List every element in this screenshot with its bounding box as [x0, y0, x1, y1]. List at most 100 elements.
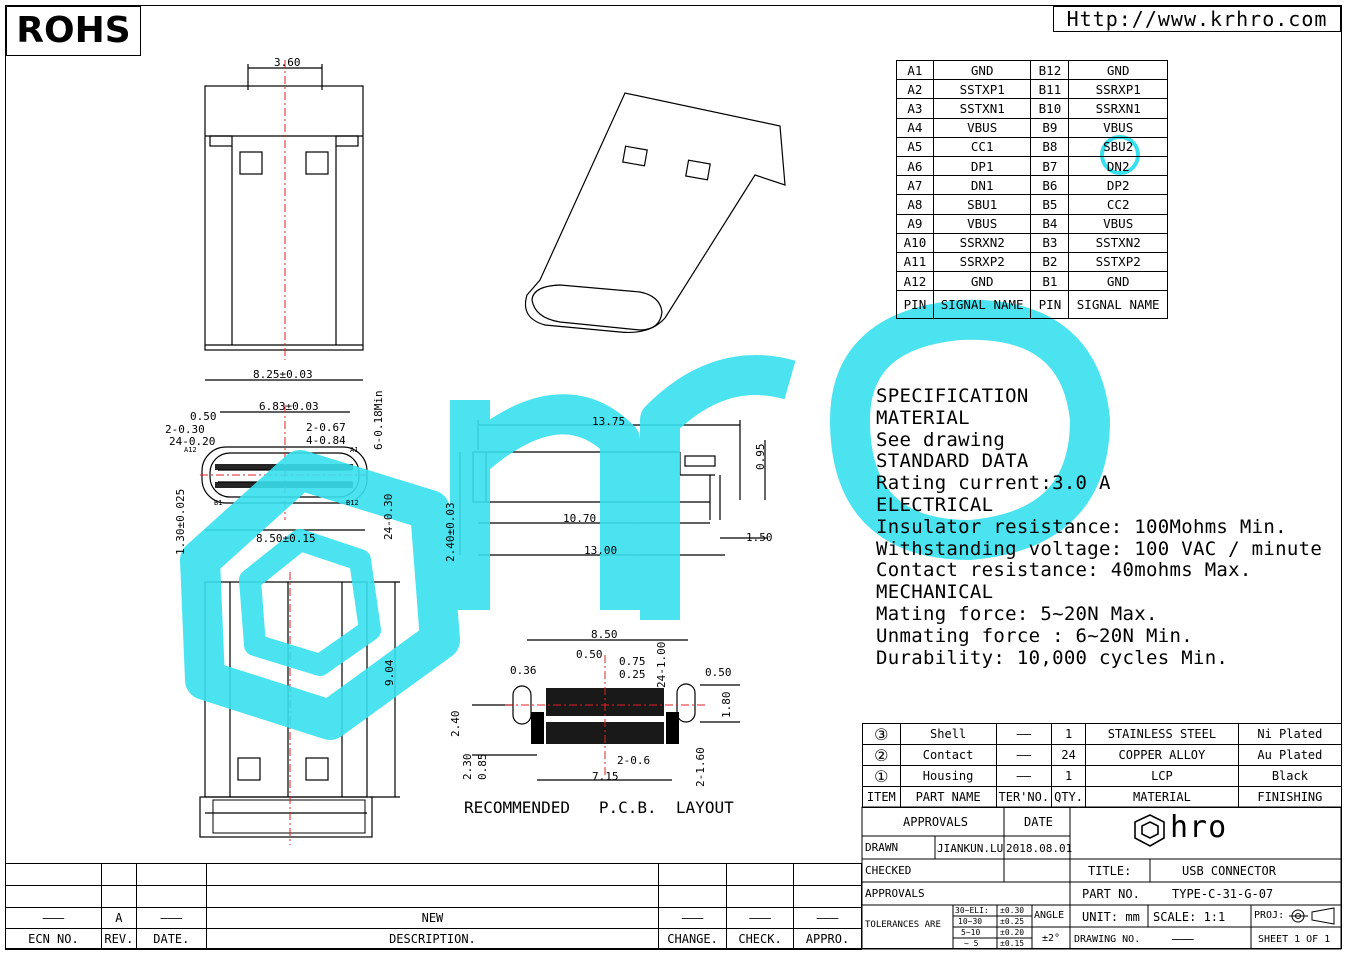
- rev-change-header: CHANGE.: [658, 928, 728, 950]
- dim-10-70: 10.70: [563, 512, 597, 525]
- pin-number: B1: [1030, 271, 1070, 292]
- spec-line: MATERIAL: [876, 406, 970, 429]
- spec-line: Insulator resistance: 100Mohms Min.: [876, 515, 1287, 538]
- bom-qty: 24: [1051, 744, 1087, 766]
- rev-appro-header: APPRO.: [793, 928, 862, 950]
- date-label: DATE: [1024, 815, 1053, 829]
- signal-name: SSTXN2: [1068, 232, 1168, 253]
- tol-range-1: 30~ELI:: [955, 906, 989, 915]
- spec-line: Rating current:3.0 A: [876, 472, 1111, 495]
- dim-pcb-0-75: 0.75: [619, 655, 646, 668]
- rev-date-value: ———: [135, 907, 207, 929]
- pin-number: B3: [1030, 232, 1070, 253]
- pin-number: A6: [896, 155, 934, 177]
- rev-desc-value: NEW: [205, 907, 660, 929]
- drawing-no-label: DRAWING NO.: [1074, 934, 1141, 945]
- spec-line: Unmating force : 6~20N Min.: [876, 624, 1193, 647]
- revision-table: ——— A ——— NEW ——— ——— ——— ECN NO. REV. D…: [5, 863, 862, 950]
- pin-header: PIN: [896, 290, 934, 320]
- bom-part: Contact: [899, 744, 997, 766]
- pin-number: B7: [1030, 155, 1070, 177]
- dim-2-0-67: 2-0.67: [306, 421, 346, 434]
- title-label: TITLE:: [1088, 864, 1132, 878]
- signal-name: SSRXN2: [932, 232, 1032, 253]
- dim-3-60: 3.60: [274, 56, 301, 69]
- signal-name: GND: [1068, 271, 1168, 292]
- rev-rev-value: A: [100, 907, 137, 929]
- signal-name: SSTXP2: [1068, 251, 1168, 273]
- pin-number: B8: [1030, 136, 1070, 157]
- tol-range-3: 5~10: [961, 928, 981, 937]
- pin-b1-label: B1: [214, 499, 223, 507]
- tol-val-2: ±0.25: [1000, 917, 1025, 926]
- dim-13-00: 13.00: [584, 544, 618, 557]
- checked-label: CHECKED: [865, 864, 912, 877]
- rev-rev-header: REV.: [100, 928, 137, 950]
- bom-part: Shell: [899, 723, 997, 745]
- spec-line: STANDARD DATA: [876, 450, 1029, 473]
- dim-pcb-7-15: 7.15: [592, 770, 619, 783]
- signal-name: SSTXP1: [932, 79, 1032, 100]
- dim-24-0-20: 24-0.20: [169, 435, 216, 448]
- pcb-layout-caption: RECOMMENDED P.C.B. LAYOUT: [464, 798, 734, 817]
- sheet-label: SHEET 1 OF 1: [1258, 934, 1331, 945]
- part-no-label: PART NO.: [1082, 887, 1140, 901]
- pin-b12-label: B12: [346, 499, 359, 507]
- dim-13-75: 13.75: [592, 415, 626, 428]
- spec-line: ELECTRICAL: [876, 493, 994, 516]
- bom-finish-header: FINISHING: [1237, 786, 1343, 808]
- pin-a1-label: A1: [350, 446, 359, 454]
- bom-ter-header: TER'NO.: [995, 786, 1053, 808]
- signal-header: SIGNAL NAME: [1068, 290, 1168, 320]
- pin-header: PIN: [1030, 290, 1070, 320]
- bom-qty-header: QTY.: [1051, 786, 1087, 808]
- pin-number: B12: [1030, 59, 1070, 81]
- projection-label: PROJ:: [1254, 910, 1285, 921]
- dim-pcb-0-36: 0.36: [510, 664, 537, 677]
- rev-change-value: ———: [658, 907, 728, 929]
- rev-check-header: CHECK.: [726, 928, 795, 950]
- spec-line: Contact resistance: 40mohms Max.: [876, 559, 1252, 582]
- rev-ecn-value: ———: [5, 907, 102, 929]
- dim-0-50: 0.50: [190, 410, 217, 423]
- spec-line: Mating force: 5~20N Max.: [876, 602, 1158, 625]
- rev-date-header: DATE.: [135, 928, 207, 950]
- signal-name: CC1: [932, 136, 1032, 157]
- bom-ter: ——: [995, 723, 1053, 745]
- dim-pcb-0-25: 0.25: [619, 668, 646, 681]
- tolerances-label: TOLERANCES ARE: [865, 920, 941, 930]
- drawn-name: JIANKUN.LU: [937, 842, 1004, 855]
- rev-appro-value: ———: [793, 907, 862, 929]
- dim-pcb-0-50-right: 0.50: [705, 666, 732, 679]
- dim-pcb-2-0-6: 2-0.6: [617, 754, 651, 767]
- pin-number: A11: [896, 251, 934, 273]
- angle-value: ±2°: [1042, 933, 1061, 944]
- bom-qty: 1: [1051, 723, 1087, 745]
- tol-val-1: ±0.30: [1000, 906, 1025, 915]
- approvals-label: APPROVALS: [903, 815, 969, 829]
- tol-range-4: ~ 5: [964, 939, 979, 948]
- angle-label: ANGLE: [1034, 910, 1065, 921]
- scale-label: SCALE: 1:1: [1153, 910, 1226, 924]
- top-view-body: [204, 85, 364, 351]
- spec-line: Durability: 10,000 cycles Min.: [876, 646, 1229, 669]
- dim-8-25: 8.25±0.03: [253, 368, 313, 381]
- pin-number: A12: [896, 271, 934, 292]
- website-url[interactable]: Http://www.krhro.com: [1053, 6, 1341, 32]
- signal-name: VBUS: [1068, 213, 1168, 234]
- bom-item-number: ③: [862, 723, 901, 745]
- drawn-date: 2018.08.01: [1006, 842, 1073, 855]
- dim-4-0-84: 4-0.84: [306, 434, 346, 447]
- pin-number: A7: [896, 175, 934, 196]
- dim-pcb-8-50: 8.50: [591, 628, 618, 641]
- rohs-label: ROHS: [6, 6, 141, 56]
